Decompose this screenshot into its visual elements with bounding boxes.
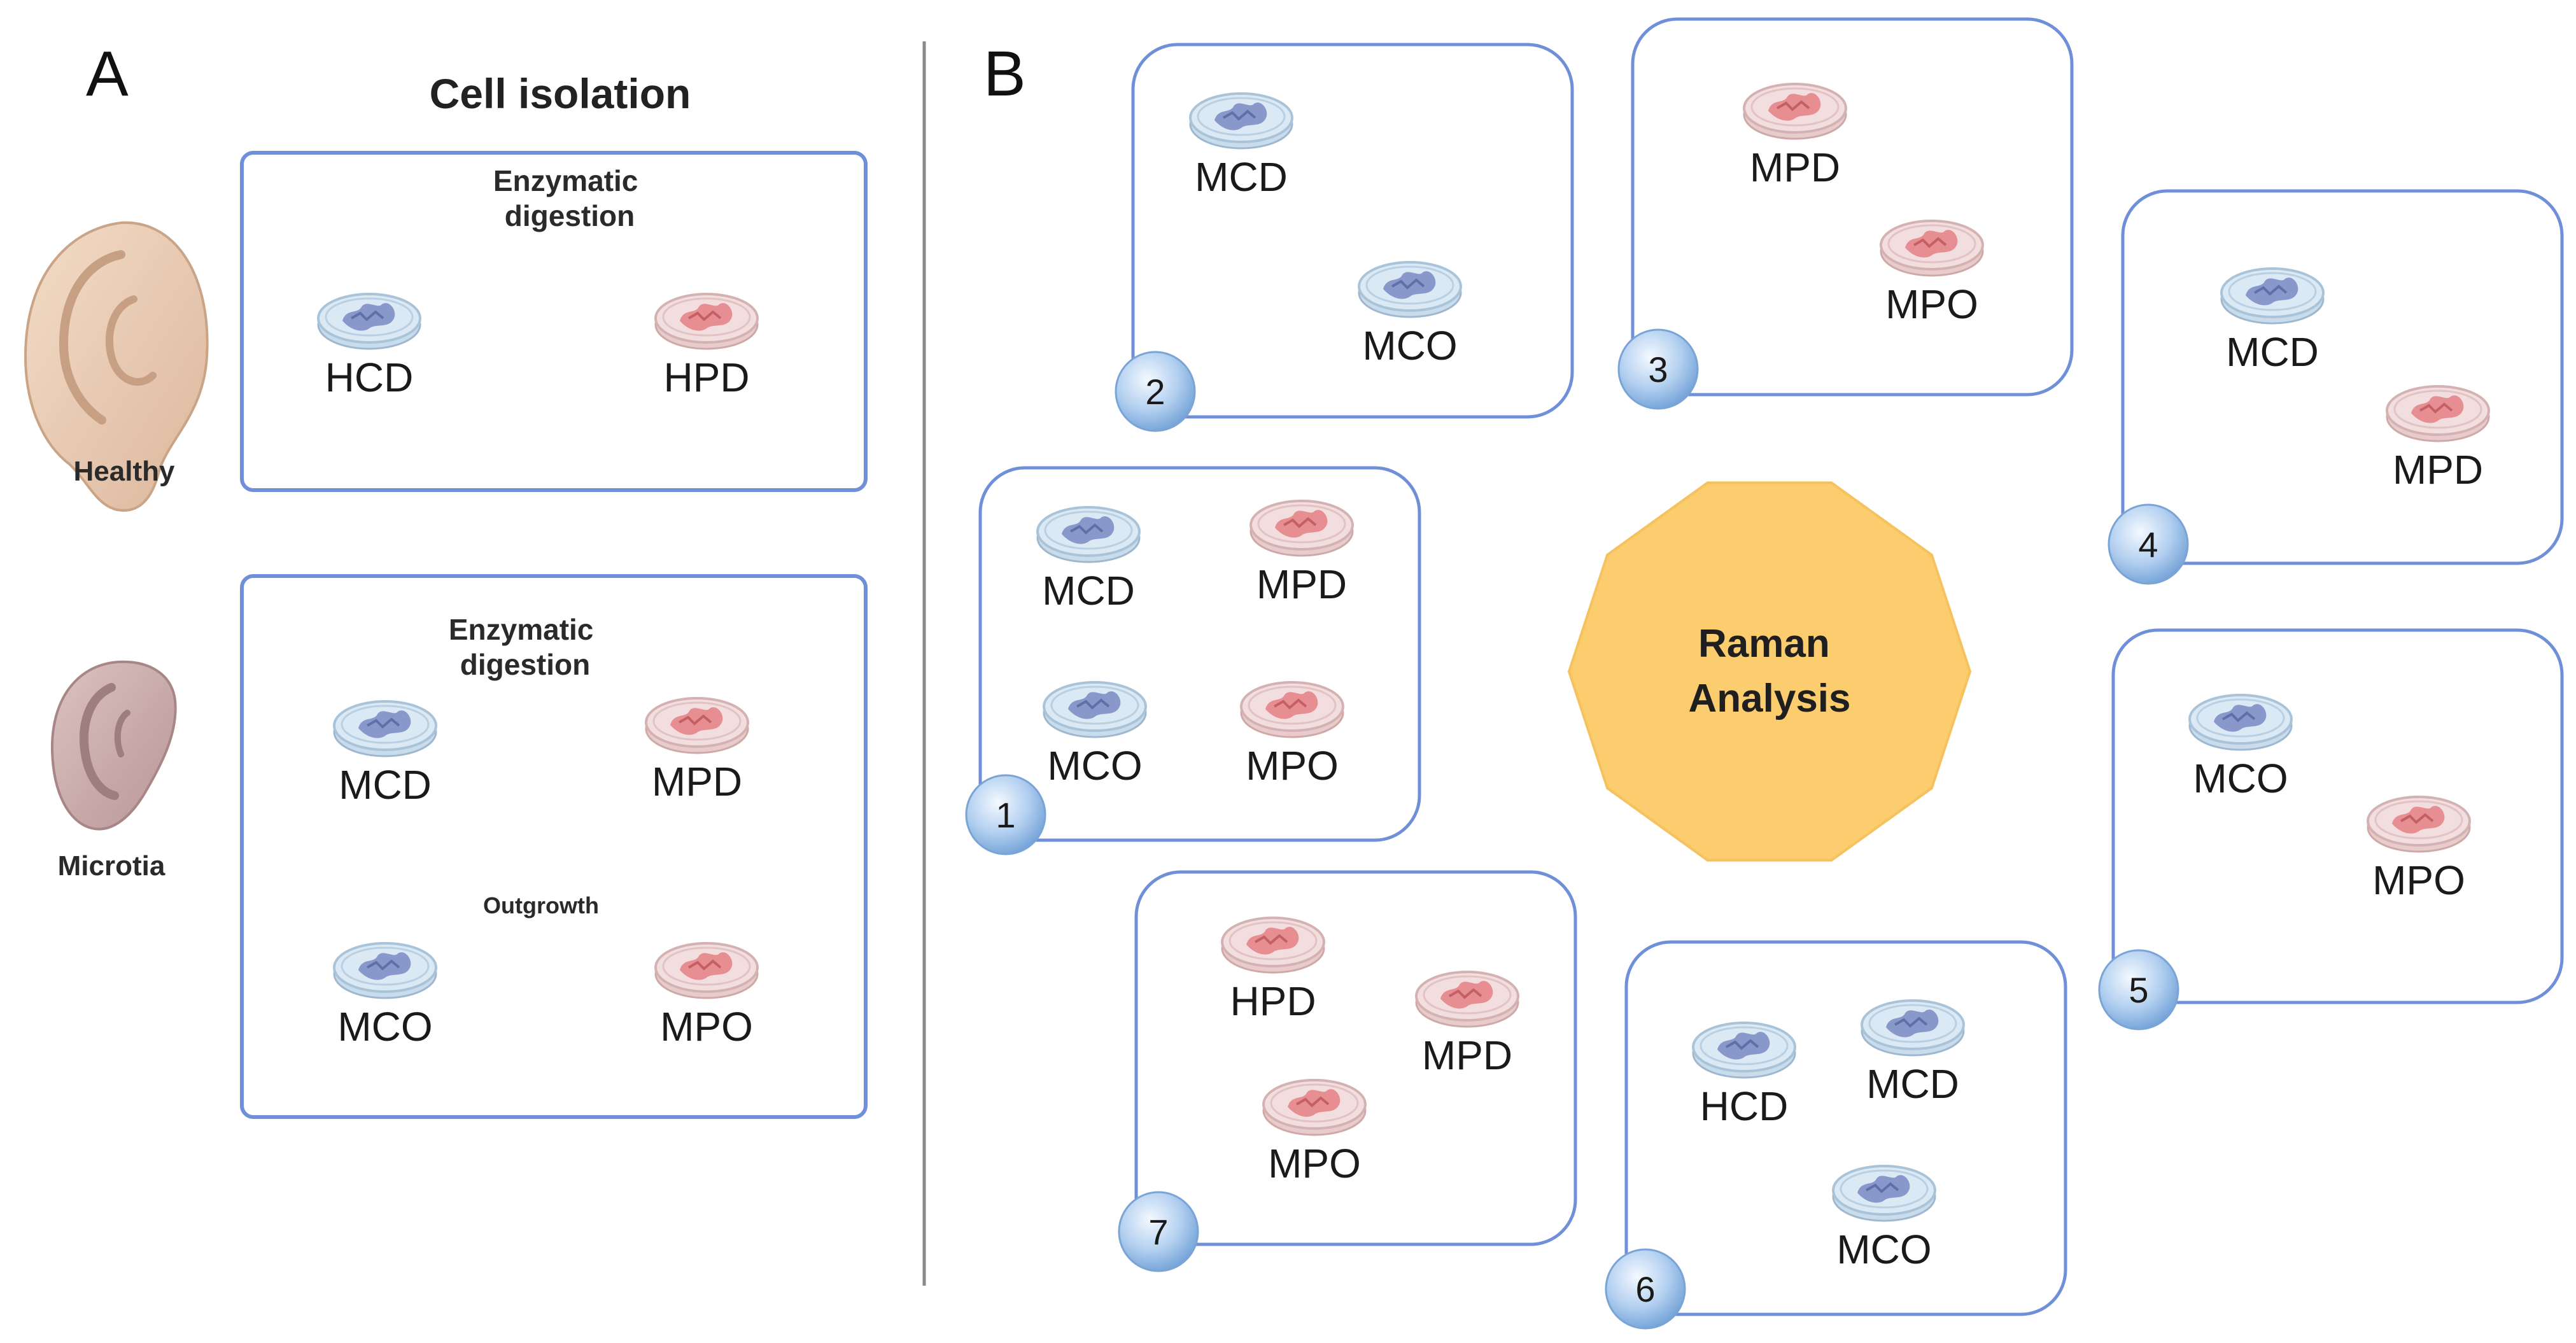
comparison-group-5: MCO MPO 5	[2098, 628, 2564, 1030]
microtia-heading-line2: digestion	[460, 648, 590, 681]
group-box	[2121, 189, 2564, 565]
group-number-badge: 3	[1617, 328, 1699, 410]
dish-label: MPD	[1422, 1032, 1512, 1078]
raman-label: Raman Analysis	[1688, 622, 1850, 721]
panel-b-letter: B	[983, 38, 1026, 109]
dish-label: MPD	[652, 759, 742, 805]
comparison-group-2: MCD MCO 2	[1115, 43, 1574, 432]
dish-label: MPD	[1256, 561, 1347, 607]
group-box	[1131, 43, 1574, 419]
pink-petri-dish-icon	[654, 942, 759, 999]
outgrowth-heading: Outgrowth	[483, 892, 599, 918]
healthy-box-heading: Enzymatic digestion	[493, 164, 646, 232]
blue-petri-dish-icon	[1861, 999, 1965, 1057]
pink-petri-dish-icon	[1249, 500, 1354, 557]
microtia-box	[240, 574, 868, 1119]
comparison-group-4: MCD MPD 4	[2108, 189, 2564, 585]
healthy-box	[240, 151, 868, 492]
group-number-badge: 5	[2098, 949, 2179, 1030]
blue-petri-dish-icon	[2220, 267, 2325, 325]
pink-petri-dish-icon	[645, 697, 749, 754]
dish-label: MPO	[1885, 281, 1978, 327]
panel-a-letter: A	[86, 38, 129, 109]
dish-label: MCD	[1866, 1061, 1959, 1107]
group-number: 4	[2138, 524, 2158, 565]
group-number-badge: 2	[1115, 351, 1196, 432]
comparison-group-6: HCD MCD MCO 6	[1605, 940, 2067, 1330]
dish-label: MCO	[1836, 1227, 1931, 1272]
raman-label-line2: Analysis	[1688, 677, 1850, 721]
healthy-label: Healthy	[74, 456, 175, 487]
group-number-badge: 4	[2108, 503, 2189, 585]
dish-label: MPO	[1268, 1141, 1361, 1186]
dish-label: MPD	[2393, 447, 2483, 493]
comparison-group-3: MPD MPO 3	[1617, 17, 2074, 410]
pink-petri-dish-icon	[2367, 796, 2471, 853]
microtia-ear-icon	[50, 660, 177, 831]
raman-label-line1: Raman	[1698, 622, 1830, 666]
pink-petri-dish-icon	[2386, 385, 2490, 442]
dish-label: MPO	[2372, 857, 2465, 903]
dish-label: HPD	[663, 355, 749, 400]
microtia-heading-line1: Enzymatic	[449, 613, 594, 646]
microtia-label: Microtia	[58, 850, 165, 882]
comparison-group-7: HPD MPD MPO 7	[1118, 870, 1577, 1272]
pink-petri-dish-icon	[654, 293, 759, 350]
group-box	[1624, 940, 2067, 1316]
blue-petri-dish-icon	[1043, 681, 1147, 738]
group-number: 1	[996, 795, 1015, 835]
dish-label: MCD	[339, 762, 432, 808]
dish-label: MPO	[1246, 743, 1339, 789]
dish-label: HPD	[1230, 978, 1316, 1024]
blue-petri-dish-icon	[2188, 694, 2293, 751]
group-number: 5	[2129, 970, 2148, 1010]
pink-petri-dish-icon	[1743, 83, 1847, 140]
blue-petri-dish-icon	[1036, 506, 1141, 563]
dish-label: MCD	[1195, 154, 1288, 200]
group-box	[2111, 628, 2564, 1004]
blue-petri-dish-icon	[1358, 261, 1462, 318]
microtia-box-heading: Enzymatic digestion	[449, 613, 602, 681]
group-box	[1631, 17, 2074, 397]
group-number-badge: 1	[965, 774, 1046, 855]
dish-label: MPD	[1750, 144, 1840, 190]
dish-label: MCD	[1042, 568, 1135, 614]
dish-label: MCO	[337, 1004, 432, 1050]
group-number: 2	[1145, 372, 1165, 412]
group-number: 6	[1635, 1269, 1655, 1309]
blue-petri-dish-icon	[1832, 1165, 1936, 1222]
group-number-badge: 7	[1118, 1191, 1199, 1272]
dish-label: MCO	[1047, 743, 1142, 789]
dish-label: HCD	[1700, 1083, 1789, 1129]
panel-a-title: Cell isolation	[430, 70, 691, 117]
group-box	[1134, 870, 1577, 1246]
blue-petri-dish-icon	[333, 700, 437, 757]
blue-petri-dish-icon	[333, 942, 437, 999]
healthy-heading-line1: Enzymatic	[493, 164, 638, 197]
healthy-heading-line2: digestion	[505, 199, 635, 232]
comparison-group-1: MCD MPD MCO MPO 1	[965, 466, 1421, 855]
pink-petri-dish-icon	[1415, 971, 1519, 1028]
dish-label: MCO	[2193, 756, 2288, 801]
group-box	[978, 466, 1421, 842]
blue-petri-dish-icon	[317, 293, 421, 350]
pink-petri-dish-icon	[1221, 917, 1325, 974]
dish-label: HCD	[325, 355, 414, 400]
pink-petri-dish-icon	[1262, 1079, 1367, 1136]
raman-analysis-node: Raman Analysis	[1567, 481, 1972, 862]
healthy-ear-icon	[24, 221, 209, 512]
pink-petri-dish-icon	[1240, 681, 1344, 738]
blue-petri-dish-icon	[1692, 1022, 1796, 1079]
group-number: 7	[1148, 1212, 1168, 1252]
dish-label: MPO	[660, 1004, 753, 1050]
group-number: 3	[1648, 349, 1668, 390]
blue-petri-dish-icon	[1189, 92, 1293, 150]
dish-label: MCO	[1362, 323, 1457, 369]
dish-label: MCD	[2226, 329, 2319, 375]
group-number-badge: 6	[1605, 1248, 1686, 1330]
pink-petri-dish-icon	[1880, 220, 1984, 277]
